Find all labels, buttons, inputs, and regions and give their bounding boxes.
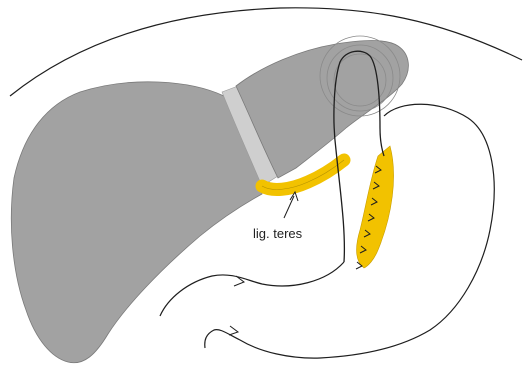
duodenum-outline xyxy=(160,262,344,316)
liver-right-lobe xyxy=(11,82,262,363)
ligament-label: lig. teres xyxy=(253,226,303,241)
label-leader-line xyxy=(284,196,294,218)
antrum-tick-icon xyxy=(229,326,238,335)
teres-strip-on-stomach xyxy=(357,146,394,268)
